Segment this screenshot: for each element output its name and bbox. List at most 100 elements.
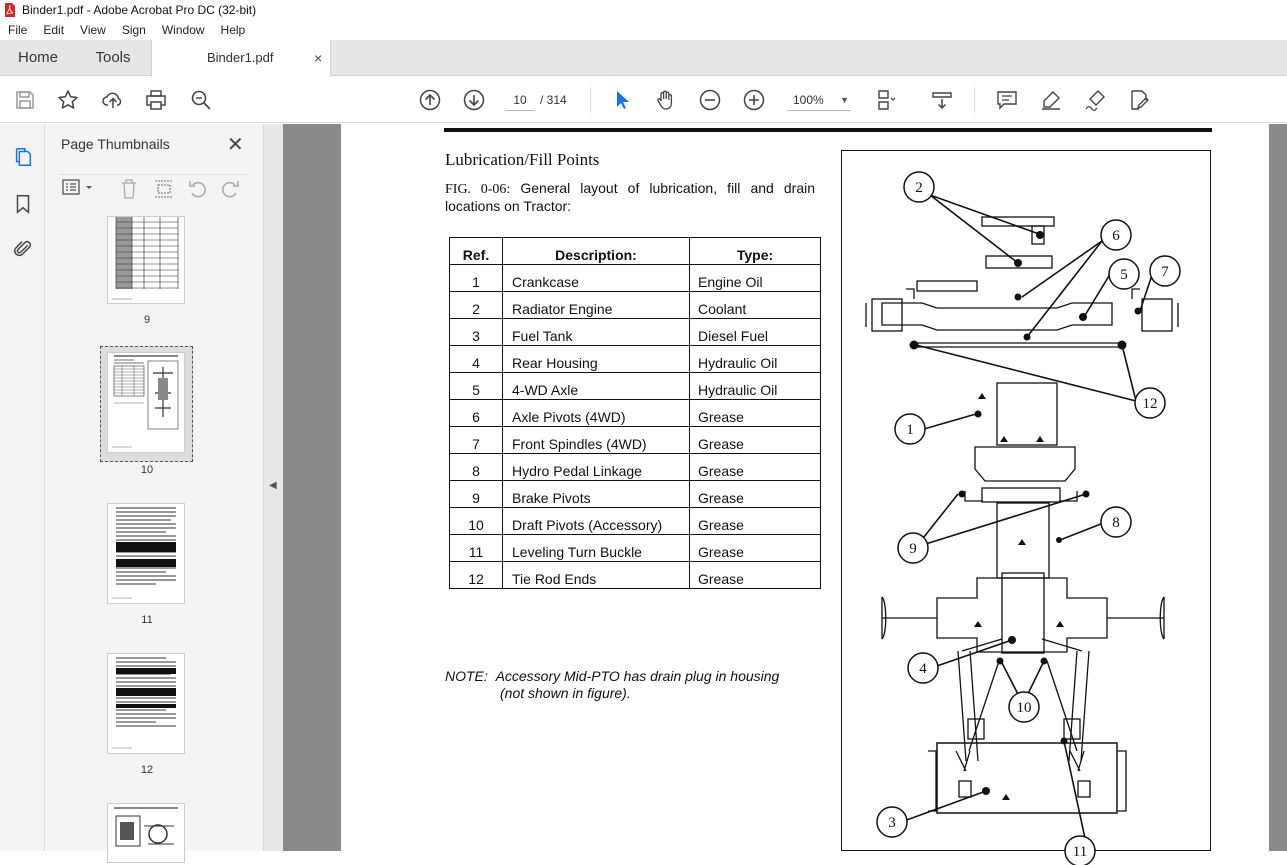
tab-close-icon[interactable]: ×: [314, 50, 323, 66]
bookmark-icon[interactable]: [10, 191, 36, 217]
zoom-out-icon[interactable]: [697, 87, 723, 113]
menu-window[interactable]: Window: [161, 23, 205, 37]
thumbnail-page[interactable]: [107, 503, 185, 604]
callout-label: 9: [909, 541, 917, 557]
panel-collapse-handle[interactable]: ◀: [264, 124, 283, 851]
callout-circle: [903, 171, 935, 203]
thumbnail-page-current[interactable]: [107, 352, 185, 453]
menu-edit[interactable]: Edit: [43, 23, 65, 37]
menu-sign[interactable]: Sign: [121, 23, 146, 37]
thumbnail-list: 9 10: [45, 216, 249, 863]
upload-icon[interactable]: [100, 87, 126, 113]
ref-cell: 7: [449, 426, 503, 454]
rotate-right-icon[interactable]: [219, 178, 241, 200]
document-view[interactable]: Lubrication/Fill Points FIG. 0-06: Gener…: [283, 124, 1287, 865]
panel-title: Page Thumbnails: [61, 136, 170, 152]
rotate-left-icon[interactable]: [187, 178, 209, 200]
menu-file[interactable]: File: [8, 23, 28, 37]
thumbnails-panel: Page Thumbnails ✕ 9: [45, 124, 299, 863]
callout-circle: [897, 532, 929, 564]
save-icon[interactable]: [12, 87, 38, 113]
column-header: Description:: [502, 237, 690, 265]
tab-document[interactable]: Binder1.pdf ×: [151, 40, 331, 77]
thumbnail-page[interactable]: [107, 803, 185, 863]
thumbnail-label: 11: [141, 614, 153, 626]
callout-circle: [1064, 835, 1096, 865]
column-header: Type:: [689, 237, 821, 265]
thumbnail-image: [114, 807, 178, 847]
menu-help[interactable]: Help: [220, 23, 246, 37]
description-cell: Brake Pivots: [502, 480, 690, 508]
ref-cell: 4: [449, 345, 503, 373]
ref-cell: 3: [449, 318, 503, 346]
hand-icon[interactable]: [653, 87, 679, 113]
thumbnail-options-icon[interactable]: [61, 178, 97, 198]
type-cell: Grease: [689, 399, 821, 427]
panel-toolbar: [59, 174, 249, 200]
zoom-select[interactable]: 100% ▼: [787, 89, 851, 111]
page-number-input[interactable]: 10: [505, 89, 535, 111]
callout-label: 11: [1073, 844, 1087, 860]
thumbnail-image: [112, 657, 176, 749]
callout-label: 1: [906, 422, 914, 438]
ref-cell: 10: [449, 507, 503, 535]
callout-label: 7: [1161, 264, 1169, 280]
description-cell: Hydro Pedal Linkage: [502, 453, 690, 481]
star-icon[interactable]: [55, 87, 81, 113]
page-total: / 314: [540, 93, 567, 107]
page-down-icon[interactable]: [461, 87, 487, 113]
type-cell: Hydraulic Oil: [689, 372, 821, 400]
select-cursor-icon[interactable]: [609, 87, 635, 113]
figure-caption: FIG. 0-06: General layout of lubrication…: [445, 180, 815, 215]
zoom-value: 100%: [793, 93, 824, 107]
panel-close-icon[interactable]: ✕: [227, 134, 244, 156]
scroll-mode-icon[interactable]: [929, 87, 955, 113]
type-cell: Engine Oil: [689, 264, 821, 292]
note-text-line2: (not shown in figure).: [500, 685, 631, 701]
search-icon[interactable]: [188, 87, 214, 113]
comment-icon[interactable]: [994, 87, 1020, 113]
thumbnail-page[interactable]: [107, 216, 185, 304]
tab-bar: Home Tools Binder1.pdf ×: [0, 40, 1287, 77]
callout-circle: [907, 652, 939, 684]
thumbnail-page[interactable]: [107, 653, 185, 754]
highlight-icon[interactable]: [1038, 87, 1064, 113]
pdf-page: Lubrication/Fill Points FIG. 0-06: Gener…: [341, 124, 1269, 865]
description-cell: Draft Pivots (Accessory): [502, 507, 690, 535]
ref-cell: 2: [449, 291, 503, 319]
ref-cell: 11: [449, 534, 503, 562]
toolbar-divider-2: [974, 87, 975, 113]
tab-document-label: Binder1.pdf: [207, 50, 274, 65]
type-cell: Grease: [689, 507, 821, 535]
page-thumbnails-icon[interactable]: [10, 144, 36, 170]
ref-cell: 9: [449, 480, 503, 508]
attachment-icon[interactable]: [10, 236, 36, 262]
type-cell: Grease: [689, 480, 821, 508]
sign-icon[interactable]: [1082, 87, 1108, 113]
zoom-in-icon[interactable]: [741, 87, 767, 113]
menu-view[interactable]: View: [80, 23, 106, 37]
extract-pages-icon[interactable]: [153, 178, 175, 200]
fit-page-icon[interactable]: [873, 87, 899, 113]
type-cell: Grease: [689, 561, 821, 589]
tab-tools[interactable]: Tools: [95, 49, 131, 66]
left-rail: [0, 124, 45, 851]
tab-home[interactable]: Home: [17, 49, 58, 66]
edit-pdf-icon[interactable]: [1126, 87, 1152, 113]
type-cell: Hydraulic Oil: [689, 345, 821, 373]
menu-bar: File Edit View Sign Window Help: [0, 20, 1287, 40]
note: NOTE: Accessory Mid-PTO has drain plug i…: [445, 668, 825, 702]
print-icon[interactable]: [143, 87, 169, 113]
page-up-icon[interactable]: [417, 87, 443, 113]
thumbnail-label: 9: [143, 314, 151, 326]
delete-icon[interactable]: [119, 178, 139, 200]
